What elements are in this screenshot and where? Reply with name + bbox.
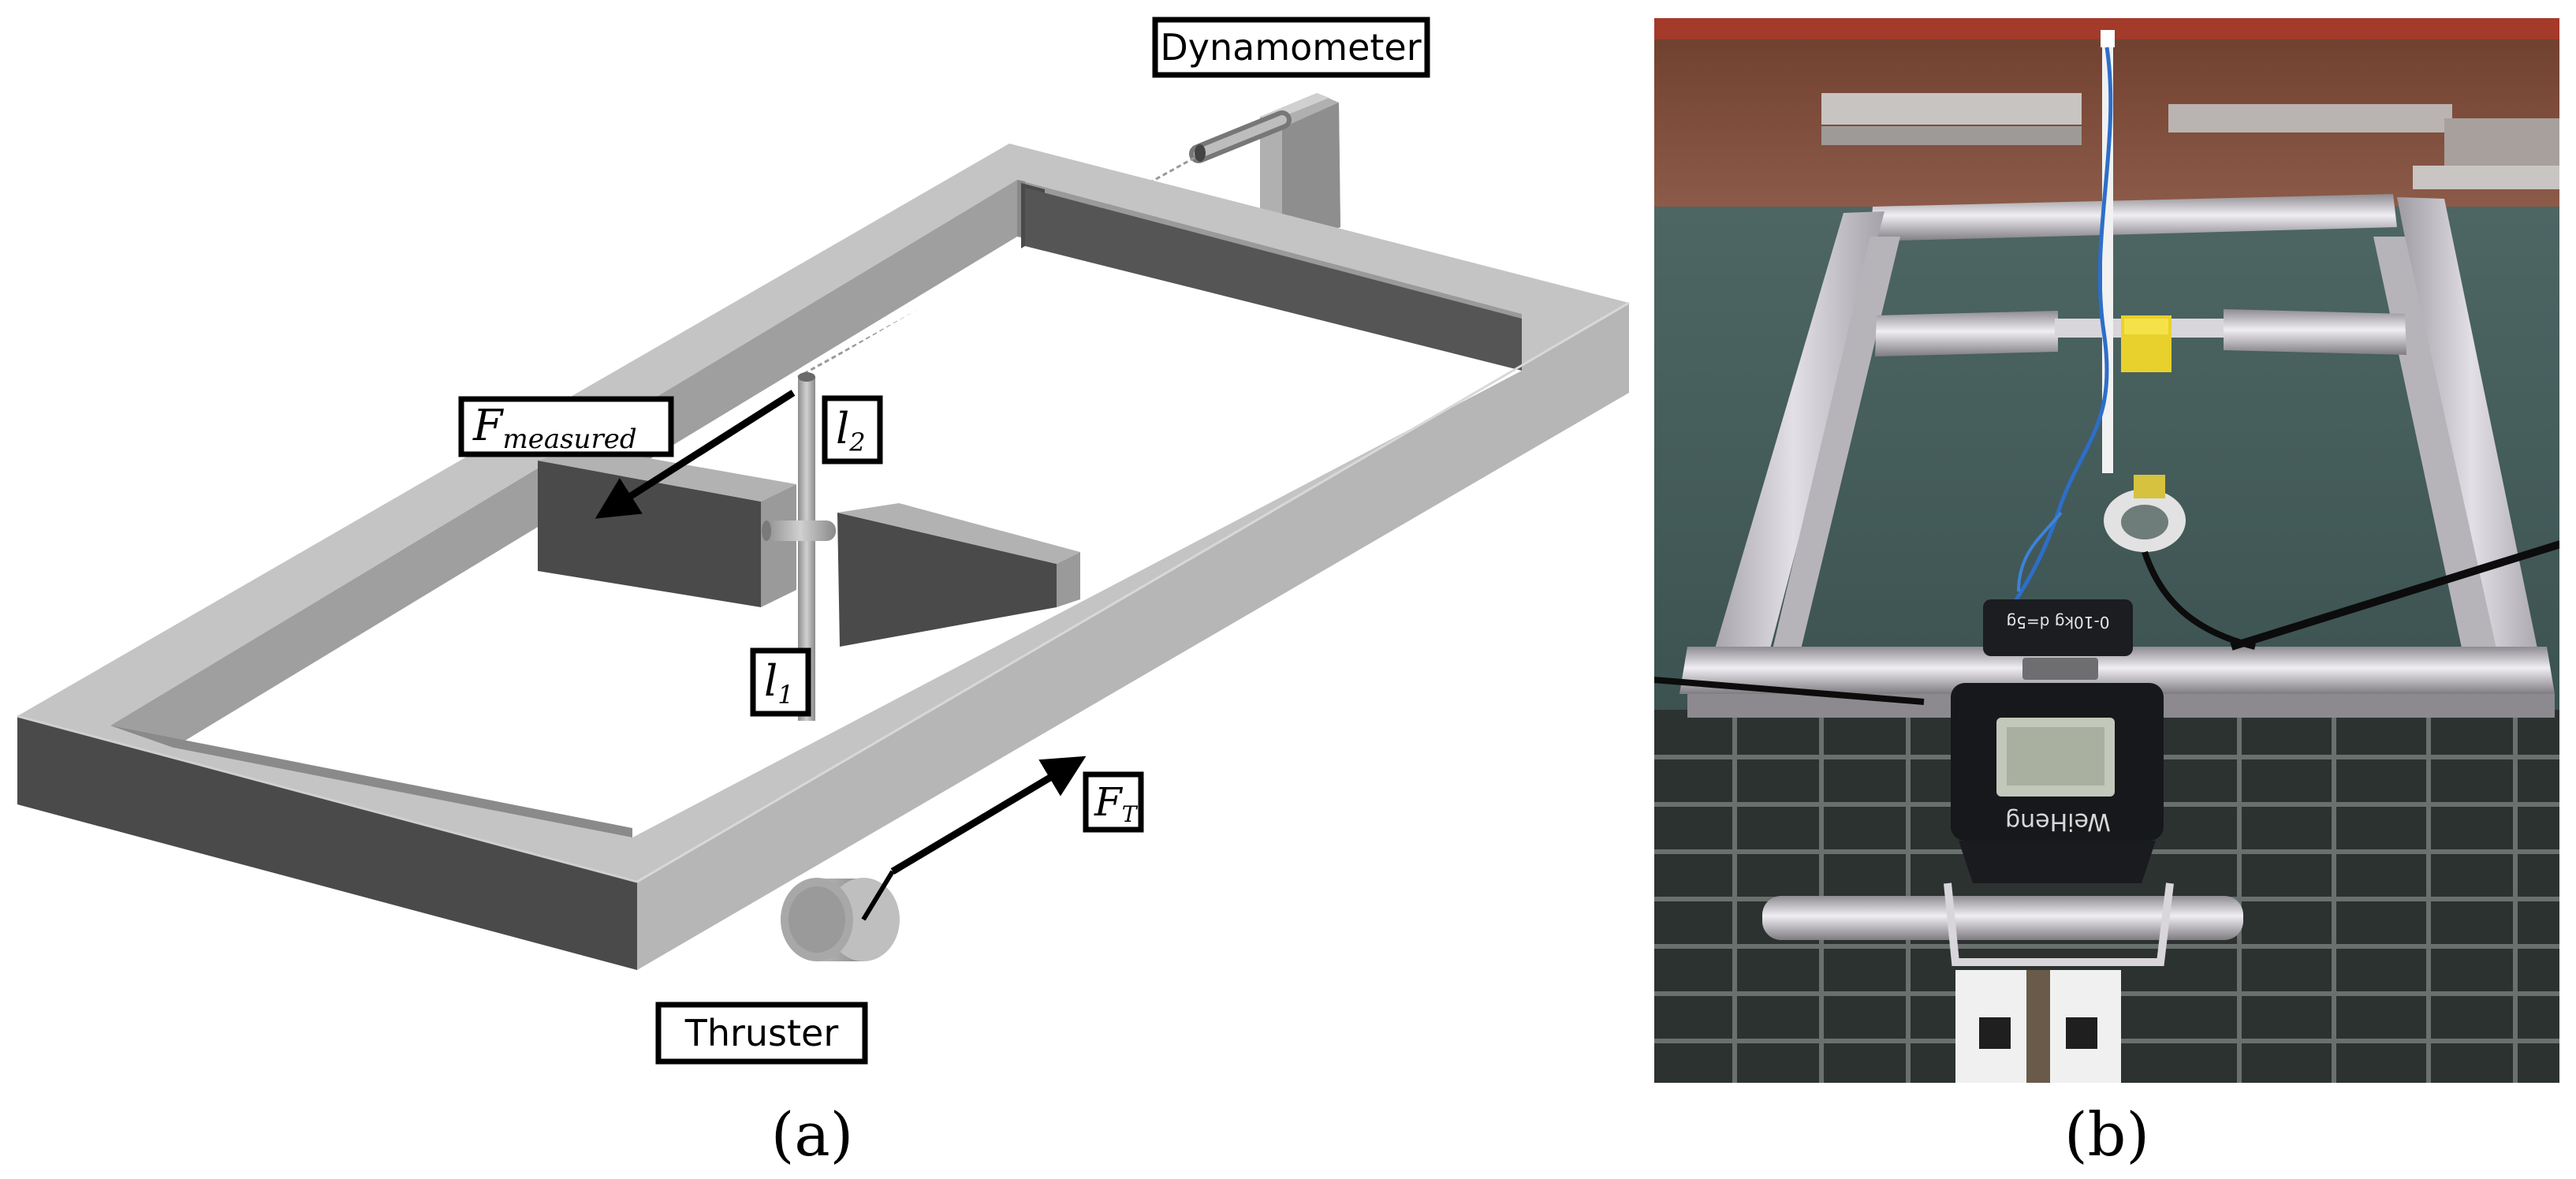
photo-thruster (2104, 475, 2186, 552)
svg-text:Dynamometer: Dynamometer (1160, 26, 1421, 69)
f-measured-label: Fmeasured (458, 396, 674, 457)
thruster-leader-line (861, 870, 895, 921)
scale-spec-text: 0-10kg d=5g (2007, 613, 2110, 632)
svg-text:l2: l2 (836, 404, 866, 457)
panel-b-photo: 0-10kg d=5g WeiHeng (1653, 17, 2560, 1084)
panel-a-caption: (a) (771, 1099, 854, 1170)
panel-b-caption: (b) (2064, 1099, 2149, 1170)
photo-digital-scale: 0-10kg d=5g WeiHeng (1762, 599, 2243, 1084)
l2-label: l2 (822, 395, 883, 465)
panel-b-border (1653, 17, 2561, 1084)
scale-brand-text: WeiHeng (2005, 808, 2111, 835)
dynamometer-mount (797, 93, 1340, 379)
f-t-arrow (890, 756, 1087, 875)
l1-label: l1 (750, 647, 811, 717)
dynamometer-label: Dynamometer (1152, 17, 1430, 78)
test-frame (17, 144, 1630, 970)
svg-text:l1: l1 (764, 656, 794, 710)
thruster-label: Thruster (655, 1002, 868, 1065)
panel-a-cad-frame: Dynamometer Fmeasured l2 l1 FT (17, 17, 1630, 1170)
f-t-label: FT (1083, 771, 1144, 833)
photo-aluminium-frame (1679, 194, 2555, 718)
svg-text:Fmeasured: Fmeasured (472, 401, 637, 455)
svg-text:FT: FT (1094, 779, 1139, 827)
f-measured-arrow (595, 390, 796, 519)
svg-text:Thruster: Thruster (684, 1012, 839, 1054)
